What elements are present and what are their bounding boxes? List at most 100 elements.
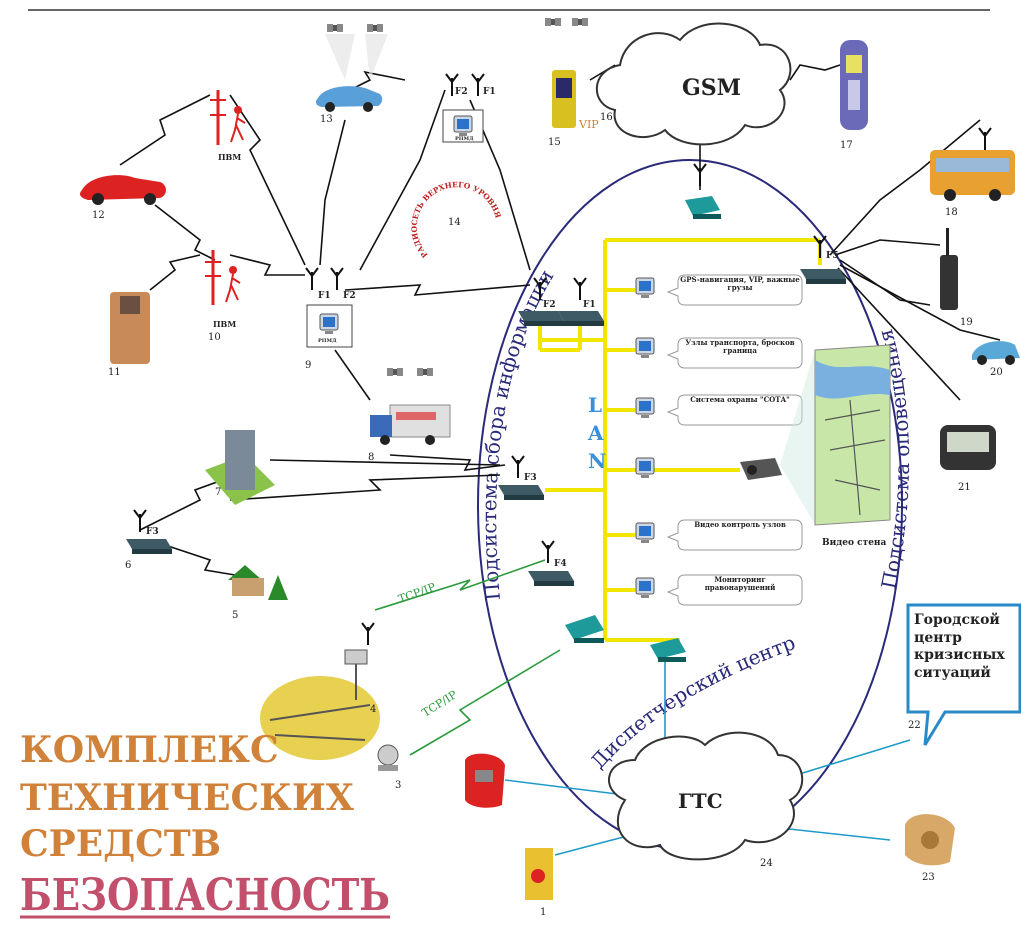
reference-numbers: 1 3 4 5 6 7 8 9 10 11 12 13 14 15 16 17 … [92, 112, 1003, 918]
hand-radio-icon [110, 292, 150, 364]
gts-phone-link [504, 779, 626, 796]
building-icon [205, 430, 275, 505]
tcpip-label-upper: TCP/IP [397, 580, 438, 606]
bus-antenna [978, 127, 992, 151]
camera-antenna [361, 622, 375, 646]
ws-2-bubble: Узлы транспорта, бросков граница [685, 339, 794, 355]
num-16: 16 [600, 112, 613, 123]
num-23: 23 [922, 872, 935, 883]
house-icon [228, 565, 288, 600]
f3-left-label: F3 [146, 527, 159, 537]
workstation-2-icon [635, 337, 655, 359]
num-19: 19 [960, 317, 973, 328]
tcpip-label-lower: TCP/IP [420, 688, 460, 720]
ws-5-bubble: Видео контроль узлов [694, 521, 786, 529]
mid-relay-f1: F1 [318, 291, 331, 301]
num-24: 24 [760, 858, 773, 869]
mid-relay-antennas [305, 267, 344, 291]
num-4: 4 [370, 704, 376, 715]
tcpip-link-upper [374, 559, 546, 611]
f3-antenna [511, 455, 525, 479]
lan-modem-f1-icon [558, 311, 604, 326]
f5-modem-icon [800, 269, 846, 284]
tcpip-link-lower [409, 649, 561, 756]
walkie-talkie-icon [940, 228, 958, 310]
pager-icon [940, 425, 996, 470]
ws-6-bubble: Мониторинг правонарушений [705, 576, 776, 592]
ws-1-bubble: GPS-навигация, VIP, важные грузы [680, 276, 799, 292]
radio-links [119, 64, 1001, 576]
num-7: 7 [215, 487, 221, 498]
lan-letter-a: A [587, 421, 604, 445]
car-blue-icon [972, 341, 1020, 365]
workstation-4-icon [635, 457, 655, 479]
num-20: 20 [990, 367, 1003, 378]
video-wall-map [814, 344, 891, 526]
vip-phone-icon [552, 70, 576, 128]
num-3: 3 [395, 780, 401, 791]
mobile-phone-icon [840, 40, 868, 130]
police-car-icon [315, 86, 383, 112]
lan-letter-l: L [588, 393, 602, 417]
top-relay-f1: F1 [483, 87, 496, 97]
crisis-center-text: Городской центр кризисных ситуаций [914, 612, 1005, 681]
workstation-3-icon [635, 397, 655, 419]
gts-label: ГТС [678, 789, 723, 813]
pvm-label-upper: ПВМ [218, 152, 241, 162]
num-13: 13 [320, 114, 333, 125]
alarm-button-icon [525, 848, 553, 900]
lan-modem-f2-icon [518, 311, 564, 326]
rpmd-label-mid: РПМД [318, 338, 337, 344]
mid-relay-f2: F2 [343, 291, 356, 301]
truck-satellite-icon [387, 368, 433, 376]
num-12: 12 [92, 210, 105, 221]
emergency-phone-icon [465, 753, 505, 808]
projector-icon [740, 458, 782, 480]
title-line-2: ТЕХНИЧЕСКИХ [20, 777, 354, 819]
num-9: 9 [305, 360, 311, 371]
street-camera-icon [344, 649, 368, 700]
satellite-icon [325, 24, 388, 80]
pvm-label-lower: ПВМ [213, 319, 236, 329]
workstation-bubbles [666, 274, 803, 606]
num-14: 14 [448, 217, 461, 228]
f4-label: F4 [554, 559, 567, 569]
gsm-label: GSM [682, 75, 741, 101]
lan-f1-label: F1 [583, 300, 596, 310]
video-wall-label: Видео стена [822, 538, 887, 548]
f3-modem-icon [498, 485, 544, 500]
f5-label: F5 [826, 251, 839, 261]
num-6: 6 [125, 560, 131, 571]
num-10: 10 [208, 332, 221, 343]
title-line-4: БЕЗОПАСНОСТЬ [20, 870, 390, 921]
num-18: 18 [945, 207, 958, 218]
truck-icon [370, 404, 451, 445]
title-line-3: СРЕДСТВ [20, 823, 221, 865]
desk-phone-icon [905, 814, 955, 866]
vip-label: VIP [578, 118, 599, 131]
gsm-modem-icon [685, 196, 721, 219]
ws-3-bubble: Система охраны "СОТА" [690, 396, 790, 404]
num-22: 22 [908, 720, 921, 731]
f3-left-modem-icon [126, 539, 172, 554]
pvm-antenna-lower-icon [205, 250, 241, 305]
rpmd-label-top: РПМД [455, 136, 474, 142]
lan-f2-label: F2 [543, 300, 556, 310]
num-11: 11 [108, 367, 121, 378]
num-21: 21 [958, 482, 971, 493]
num-8: 8 [368, 452, 374, 463]
lan-antenna-f1 [573, 277, 587, 301]
workstation-5-icon [635, 522, 655, 544]
router-right-icon [650, 638, 686, 662]
workstation-1-icon [635, 277, 655, 299]
f3-label: F3 [524, 473, 537, 483]
num-1: 1 [540, 907, 546, 918]
vip-satellite-icon [545, 18, 588, 26]
gts-cloud: ГТС [608, 731, 804, 861]
top-relay-f2: F2 [455, 87, 468, 97]
title-line-1: КОМПЛЕКС [20, 729, 279, 771]
f4-modem-icon [528, 571, 574, 586]
crisis-center-callout [906, 603, 1021, 746]
num-17: 17 [840, 140, 853, 151]
